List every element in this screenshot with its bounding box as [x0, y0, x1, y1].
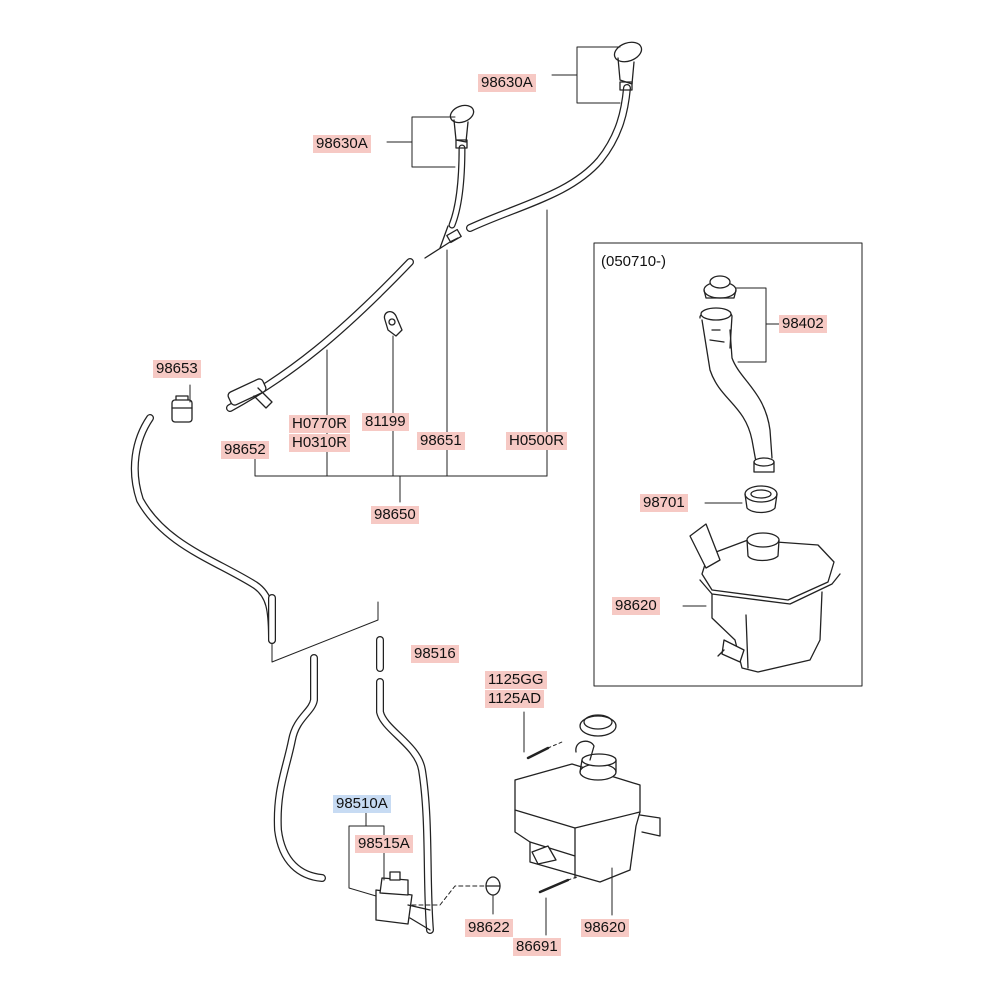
part-label-H0500R[interactable]: H0500R — [506, 432, 568, 450]
part-label-H0310R[interactable]: H0310R — [289, 434, 351, 452]
part-label-98653[interactable]: 98653 — [153, 360, 201, 378]
part-label-98510A[interactable]: 98510A — [333, 795, 391, 813]
part-label-98650[interactable]: 98650 — [371, 506, 419, 524]
break-line — [271, 601, 379, 663]
part-label-1125GG[interactable]: 1125GG — [485, 671, 547, 689]
leader-lines-pump — [348, 811, 385, 897]
screw-1125 — [523, 711, 563, 760]
screw-86691 — [538, 875, 581, 936]
inset-date-code: (050710-) — [601, 253, 667, 270]
part-label-98651[interactable]: 98651 — [417, 432, 465, 450]
part-label-98620-inset[interactable]: 98620 — [612, 597, 660, 615]
part-label-1125AD[interactable]: 1125AD — [485, 690, 545, 708]
inset-cap — [703, 275, 737, 299]
part-label-98701[interactable]: 98701 — [640, 494, 688, 512]
inset-filler-neck — [699, 307, 775, 473]
part-label-86691[interactable]: 86691 — [513, 938, 561, 956]
hose-clip — [383, 310, 403, 337]
part-label-81199[interactable]: 81199 — [362, 413, 409, 431]
upper-hose — [130, 84, 631, 644]
part-label-98622[interactable]: 98622 — [465, 919, 513, 937]
part-label-98630A-mid[interactable]: 98630A — [313, 135, 371, 153]
washer-pump — [375, 871, 431, 931]
part-label-98516[interactable]: 98516 — [411, 645, 459, 663]
part-label-98402[interactable]: 98402 — [779, 315, 827, 333]
leader-lines-upper — [189, 46, 621, 503]
part-label-98630A-top[interactable]: 98630A — [478, 74, 536, 92]
inset-grommet — [744, 485, 778, 514]
part-label-98652[interactable]: 98652 — [221, 441, 269, 459]
part-label-98620-bottom[interactable]: 98620 — [581, 919, 629, 937]
grommet — [411, 876, 501, 915]
nozzle-mid — [449, 104, 475, 149]
part-label-H0770R[interactable]: H0770R — [289, 415, 351, 433]
hose-connector — [171, 378, 273, 423]
inset-reservoir — [689, 523, 841, 673]
nozzle-top — [613, 41, 643, 91]
y-connector — [424, 225, 462, 259]
reservoir-main — [514, 714, 661, 916]
part-label-98515A[interactable]: 98515A — [355, 835, 413, 853]
lower-hose — [268, 594, 434, 934]
inset-box — [593, 242, 863, 687]
